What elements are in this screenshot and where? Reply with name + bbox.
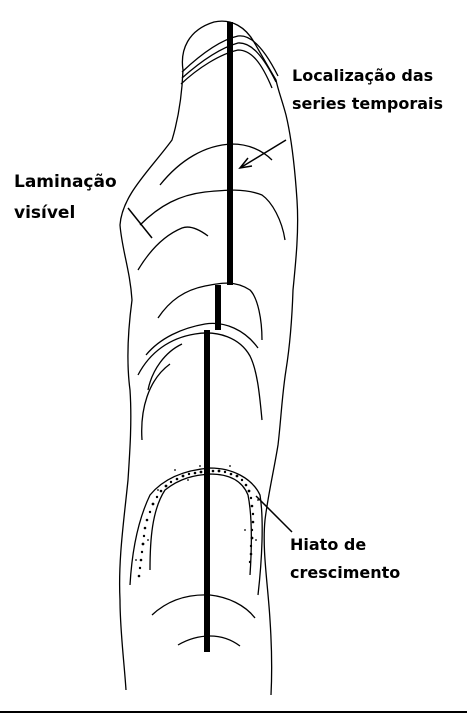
label-lamination-line-1: Laminação [14, 167, 117, 198]
label-growth-hiatus: Hiato de crescimento [290, 531, 400, 587]
lamina-mid-4 [142, 364, 170, 440]
lamina-mid-1 [146, 323, 258, 355]
top-cap-band-3 [181, 50, 272, 88]
lamina-bottom-1 [152, 595, 255, 618]
label-time-series-line-2: series temporais [292, 90, 443, 118]
series-pointer-line [240, 140, 286, 168]
series-pointer-arrowhead [240, 158, 252, 168]
label-time-series-location: Localização das series temporais [292, 62, 443, 118]
lamina-upper-1 [160, 144, 272, 185]
label-time-series-line-1: Localização das [292, 62, 443, 90]
label-lamination-line-2: visível [14, 198, 117, 229]
lamina-dome-inner [150, 474, 251, 575]
lamina-dome-outer [130, 468, 262, 595]
lamina-upper-2 [140, 190, 285, 240]
label-visible-lamination: Laminação visível [14, 167, 117, 229]
label-hiatus-line-2: crescimento [290, 559, 400, 587]
lamination-pointer-line [128, 208, 152, 238]
label-hiatus-line-1: Hiato de [290, 531, 400, 559]
